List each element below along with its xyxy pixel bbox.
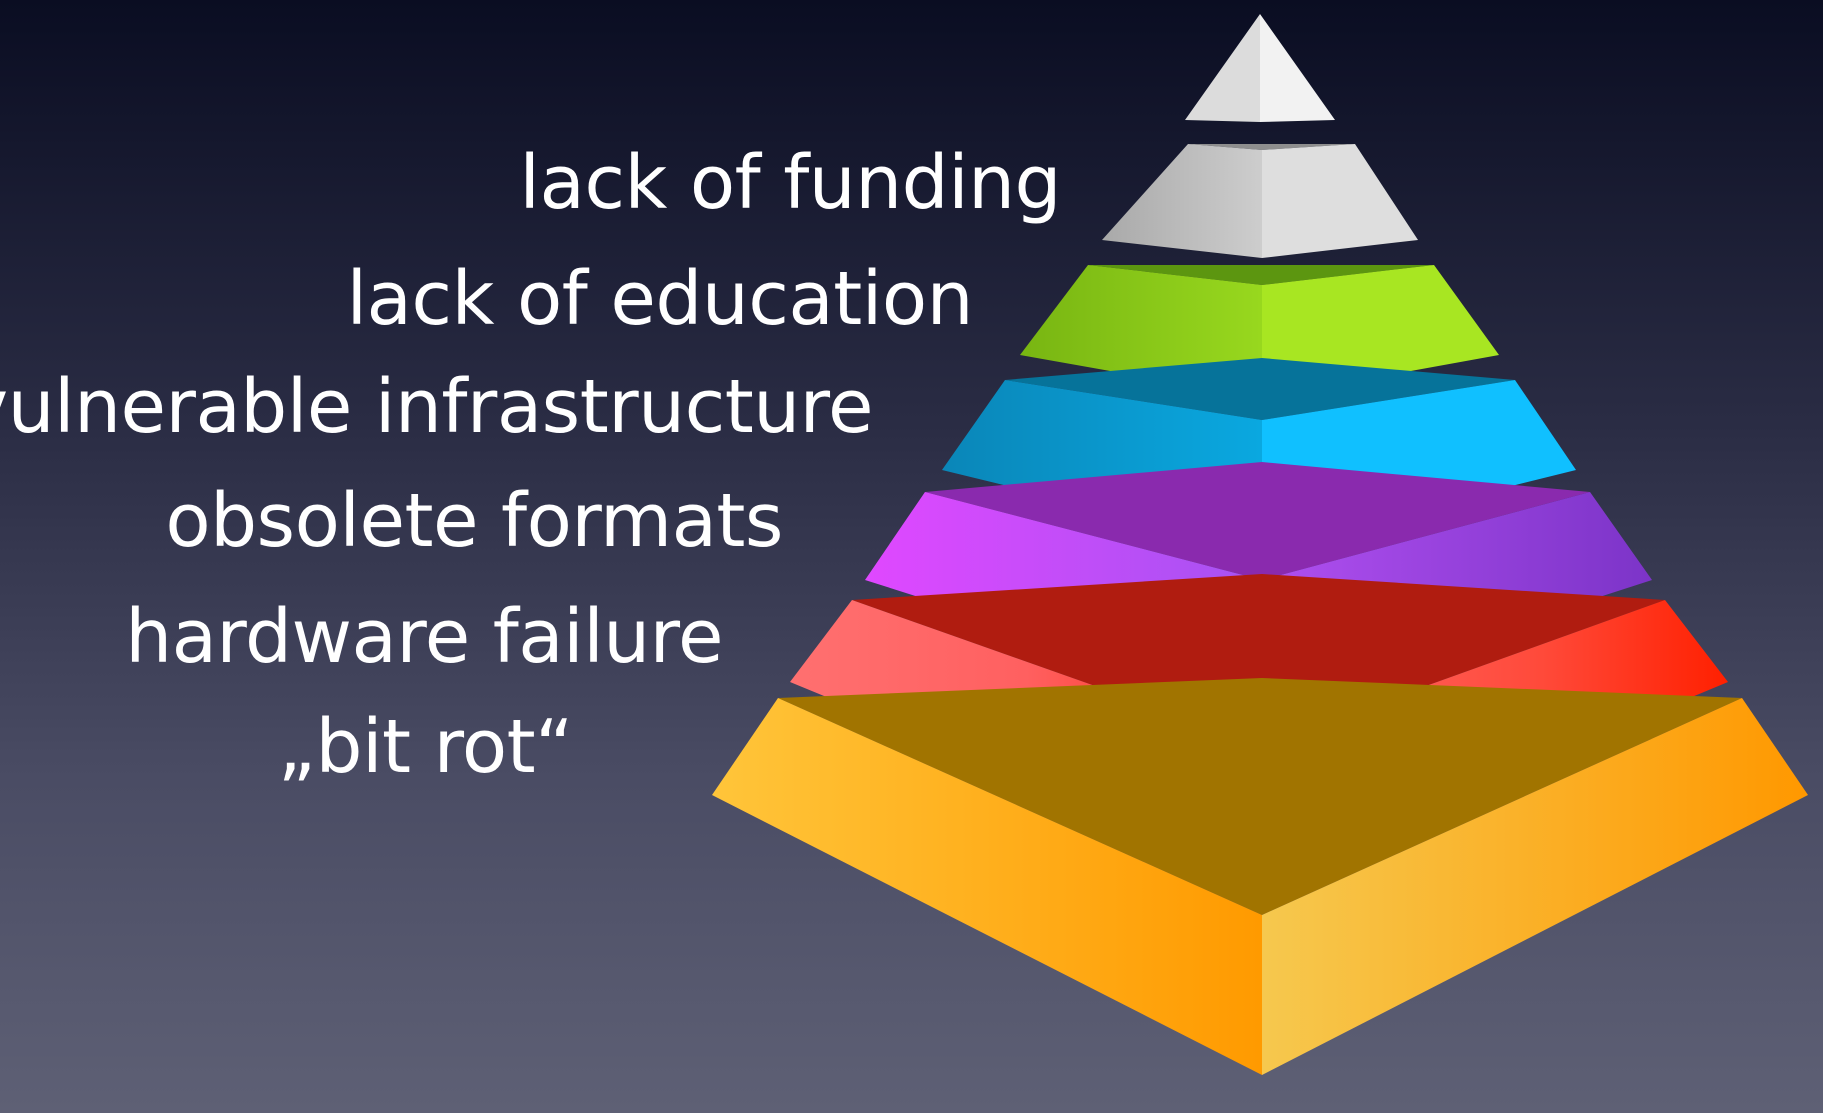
label-lack-of-funding: lack of funding xyxy=(519,140,1061,226)
pyramid-layer-apex xyxy=(1185,14,1335,122)
label-lack-of-education: lack of education xyxy=(346,256,974,342)
label-hardware-failure: hardware failure xyxy=(125,594,723,680)
label-obsolete-formats: obsolete formats xyxy=(165,478,783,564)
label-bit-rot: „bit rot“ xyxy=(277,704,574,790)
label-vulnerable-infrastructure: vulnerable infrastructure xyxy=(0,364,873,450)
pyramid-layer-bitrot xyxy=(712,678,1808,1075)
pyramid-layer-funding xyxy=(1102,144,1418,258)
